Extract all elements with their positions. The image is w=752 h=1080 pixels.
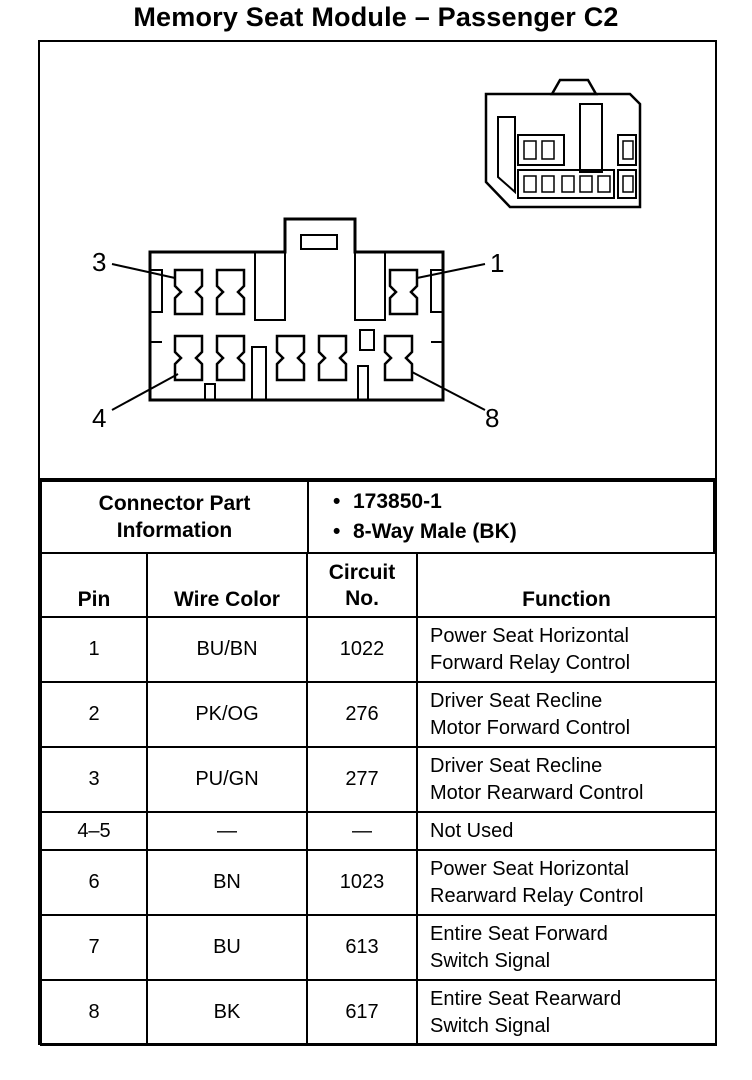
wire-color-cell: BK xyxy=(146,979,308,1046)
pin-1-callout: 1 xyxy=(490,248,505,278)
wire-color-cell: BN xyxy=(146,849,308,916)
circuit-cell: 1023 xyxy=(306,849,418,916)
header-function: Function xyxy=(416,552,717,618)
pin-cell: 4–5 xyxy=(40,811,148,851)
header-pin: Pin xyxy=(40,552,148,618)
wire-color-cell: — xyxy=(146,811,308,851)
circuit-cell: — xyxy=(306,811,418,851)
wire-color-cell: PU/GN xyxy=(146,746,308,813)
circuit-cell: 277 xyxy=(306,746,418,813)
pin-cell: 3 xyxy=(40,746,148,813)
table-row: 4–5 — — Not Used xyxy=(40,811,717,851)
pin-cell: 2 xyxy=(40,681,148,748)
circuit-cell: 613 xyxy=(306,914,418,981)
connector-sheet: 3 1 4 8 Connector Part Information 17385… xyxy=(38,40,717,1046)
pin-cell: 8 xyxy=(40,979,148,1046)
wire-color-cell: PK/OG xyxy=(146,681,308,748)
connector-part-details: 173850-1 8-Way Male (BK) xyxy=(307,480,715,554)
header-circuit-no: Circuit No. xyxy=(306,552,418,618)
part-number: 173850-1 xyxy=(333,487,713,517)
pin-cell: 7 xyxy=(40,914,148,981)
pin-8-callout: 8 xyxy=(485,403,500,433)
page-title: Memory Seat Module – Passenger C2 xyxy=(133,2,619,32)
connector-diagram: 3 1 4 8 xyxy=(40,42,715,480)
connector-part-label: Connector Part Information xyxy=(40,480,309,554)
wire-color-cell: BU xyxy=(146,914,308,981)
header-wire-color: Wire Color xyxy=(146,552,308,618)
pinout-table: Pin Wire Color Circuit No. Function 1 BU… xyxy=(40,552,717,1046)
circuit-cell: 1022 xyxy=(306,616,418,683)
circuit-cell: 617 xyxy=(306,979,418,1046)
pin-4-callout: 4 xyxy=(92,403,107,433)
pin-cell: 1 xyxy=(40,616,148,683)
wire-color-cell: BU/BN xyxy=(146,616,308,683)
connector-description: 8-Way Male (BK) xyxy=(333,517,713,547)
connector-part-info: Connector Part Information 173850-1 8-Wa… xyxy=(40,480,715,554)
function-cell: Not Used xyxy=(416,811,717,851)
table-header-row: Pin Wire Color Circuit No. Function xyxy=(40,552,717,618)
circuit-cell: 276 xyxy=(306,681,418,748)
pin-cell: 6 xyxy=(40,849,148,916)
connector-face-drawing xyxy=(111,78,642,411)
pin-3-callout: 3 xyxy=(92,247,107,277)
